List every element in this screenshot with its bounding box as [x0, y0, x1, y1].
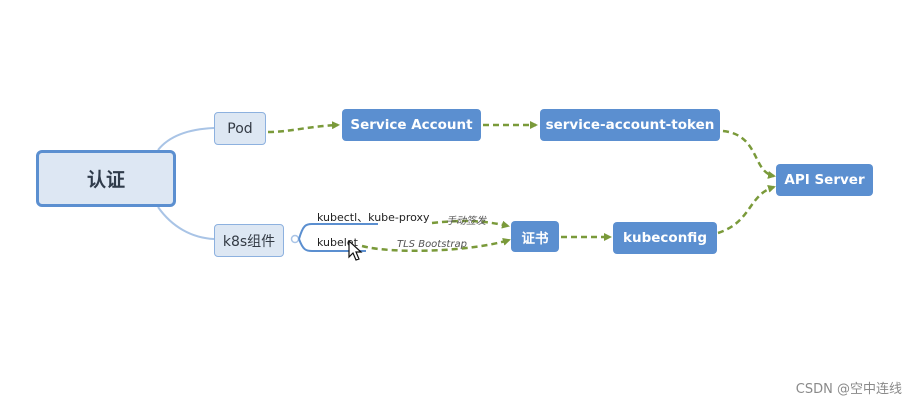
edge-label-manual-issue: 手动签发	[446, 216, 486, 227]
node-api-server: API Server	[776, 164, 873, 196]
watermark-csdn: CSDN @空中连线	[795, 382, 902, 397]
node-pod: Pod	[214, 112, 266, 145]
connector-root-k8s	[157, 206, 215, 240]
root-node-authentication: 认证	[36, 150, 176, 207]
connector-root-pod	[157, 127, 215, 151]
arrow-token-api	[722, 129, 776, 179]
node-kubeconfig: kubeconfig	[613, 222, 717, 254]
leaf-kubelet: kubelet	[317, 236, 358, 249]
connector-k8s-kubelet	[298, 238, 366, 252]
mouse-cursor-icon	[348, 240, 363, 261]
arrow-kubeconfig-api	[717, 184, 776, 235]
node-service-account: Service Account	[342, 109, 481, 141]
leaf-kubectl-kube-proxy: kubectl、kube-proxy	[317, 211, 430, 224]
arrow-kubelet-cert	[361, 237, 511, 253]
node-certificate: 证书	[511, 221, 559, 252]
connector-dot	[290, 234, 300, 244]
arrow-pod-sa	[267, 121, 340, 134]
connector-k8s-kubectl	[298, 223, 378, 240]
edge-label-tls-bootstrap: TLS Bootstrap	[397, 239, 467, 250]
node-k8s-components: k8s组件	[214, 224, 284, 257]
node-service-account-token: service-account-token	[540, 109, 720, 141]
